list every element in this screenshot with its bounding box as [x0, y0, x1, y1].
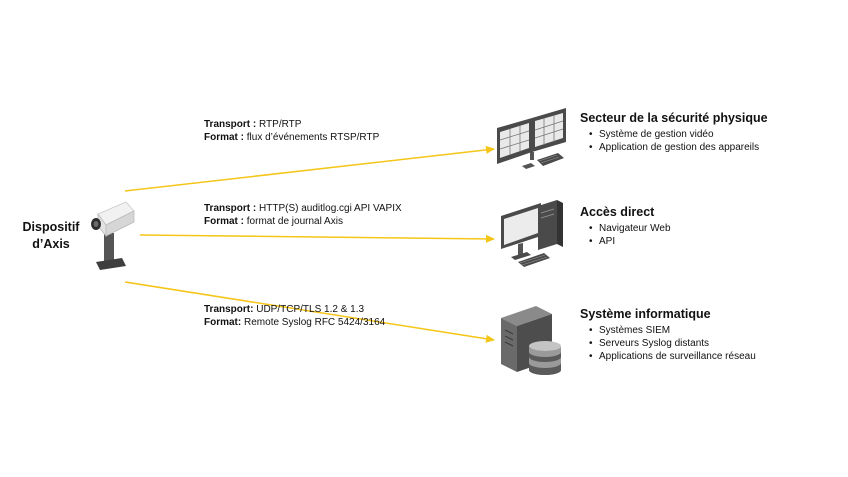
format-value: flux d’événements RTSP/RTP — [246, 132, 380, 143]
destination-list: Navigateur Web API — [580, 222, 671, 248]
channel-physical-security: Transport : RTP/RTP Format : flux d’évén… — [204, 118, 379, 144]
destination-list: Systèmes SIEM Serveurs Syslog distants A… — [580, 324, 756, 363]
transport-label: Transport : — [204, 203, 257, 214]
list-item: Application de gestion des appareils — [580, 141, 768, 154]
source-label-line1: Dispositif — [22, 220, 80, 234]
destination-title: Secteur de la sécurité physique — [580, 111, 768, 125]
destination-title: Accès direct — [580, 205, 655, 219]
destination-list: Système de gestion vidéo Application de … — [580, 128, 768, 154]
list-item: Système de gestion vidéo — [580, 128, 768, 141]
source-device-label: Dispositif d’Axis — [14, 219, 88, 253]
list-item: Systèmes SIEM — [580, 324, 756, 337]
transport-row: Transport: UDP/TCP/TLS 1.2 & 1.3 — [204, 303, 385, 316]
format-row: Format : format de journal Axis — [204, 215, 402, 228]
channel-direct-access: Transport : HTTP(S) auditlog.cgi API VAP… — [204, 202, 402, 228]
format-row: Format: Remote Syslog RFC 5424/3164 — [204, 316, 385, 329]
destination-direct-access: Accès direct Navigateur Web API — [580, 205, 671, 248]
destination-physical-security: Secteur de la sécurité physique Système … — [580, 111, 768, 154]
desktop-computer-icon — [501, 200, 563, 267]
arrow-to-physical-security — [124, 145, 495, 192]
list-item: Serveurs Syslog distants — [580, 337, 756, 350]
format-value: Remote Syslog RFC 5424/3164 — [244, 317, 386, 328]
list-item: Applications de surveillance réseau — [580, 350, 756, 363]
destination-title: Système informatique — [580, 307, 711, 321]
arrow-to-direct-access — [139, 234, 495, 243]
source-label-line2: d’Axis — [32, 237, 70, 251]
format-label: Format : — [204, 216, 244, 227]
format-label: Format : — [204, 132, 244, 143]
transport-row: Transport : HTTP(S) auditlog.cgi API VAP… — [204, 202, 402, 215]
arrow-to-it-system — [124, 281, 495, 343]
axis-camera-icon — [91, 201, 135, 270]
channel-it-system: Transport: UDP/TCP/TLS 1.2 & 1.3 Format:… — [204, 303, 385, 329]
format-label: Format: — [204, 317, 242, 328]
list-item: Navigateur Web — [580, 222, 671, 235]
format-value: format de journal Axis — [246, 216, 343, 227]
transport-value: RTP/RTP — [259, 119, 302, 130]
destination-it-system: Système informatique Systèmes SIEM Serve… — [580, 307, 756, 363]
transport-label: Transport: — [204, 304, 254, 315]
transport-row: Transport : RTP/RTP — [204, 118, 379, 131]
format-row: Format : flux d’événements RTSP/RTP — [204, 131, 379, 144]
transport-label: Transport : — [204, 119, 257, 130]
video-wall-workstation-icon — [497, 108, 566, 169]
list-item: API — [580, 235, 671, 248]
server-database-icon — [501, 306, 561, 375]
transport-value: UDP/TCP/TLS 1.2 & 1.3 — [256, 304, 365, 315]
transport-value: HTTP(S) auditlog.cgi API VAPIX — [259, 203, 402, 214]
